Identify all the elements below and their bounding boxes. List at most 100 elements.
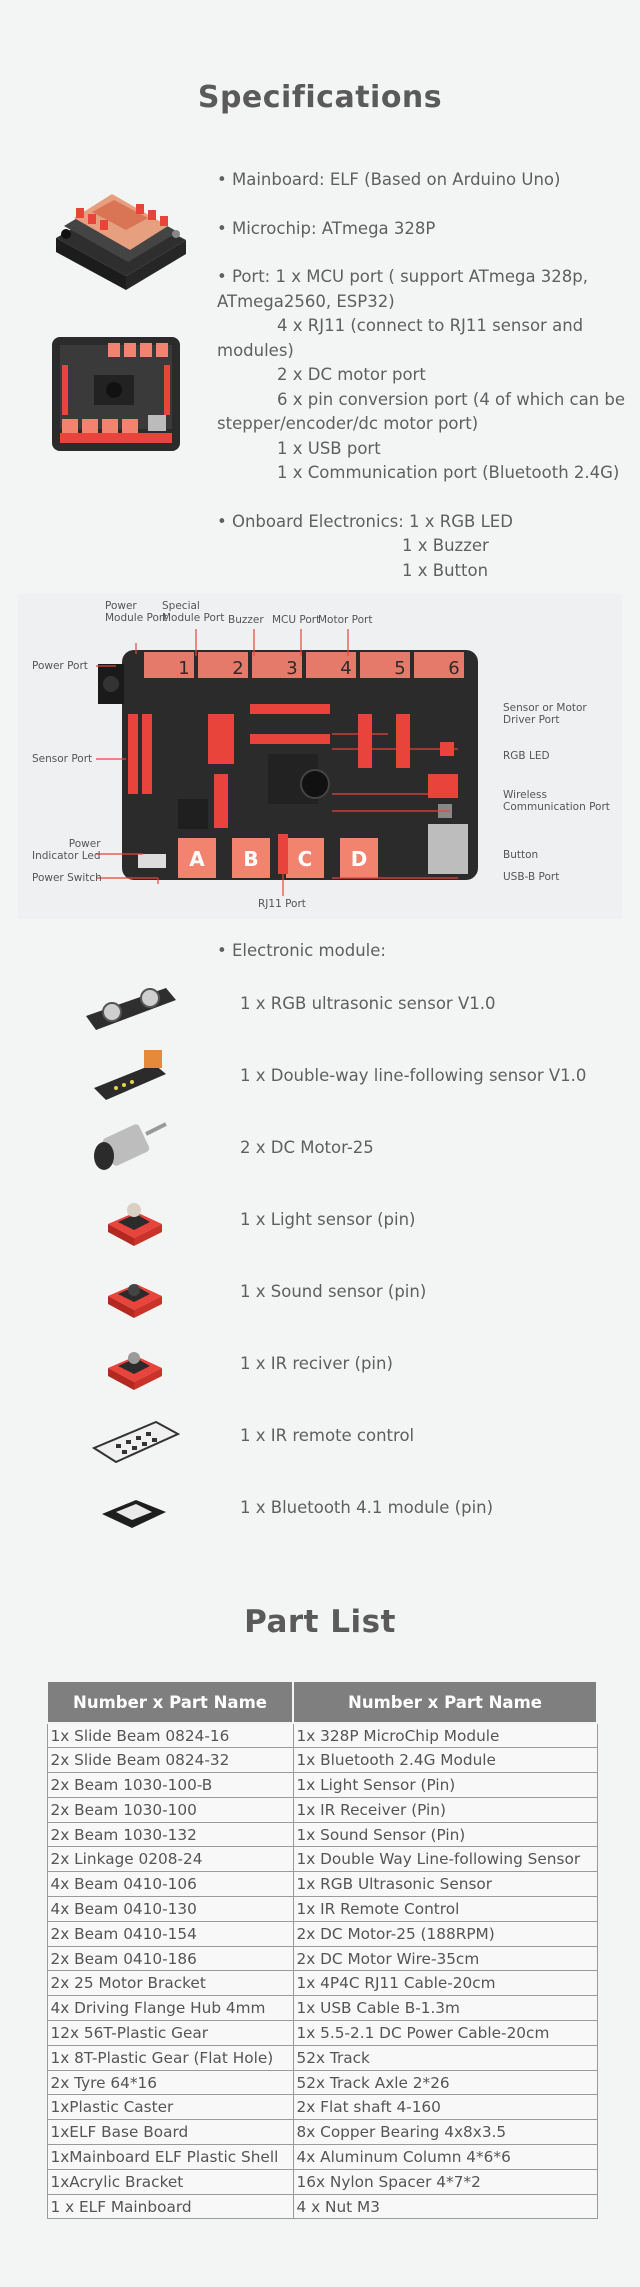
table-cell: 1x RGB Ultrasonic Sensor <box>292 1871 598 1898</box>
rj11-port-header <box>340 838 378 878</box>
motor-port-header <box>414 652 464 678</box>
bluetooth-module-icon <box>102 1500 166 1528</box>
table-cell: 2x Linkage 0208-24 <box>46 1846 294 1873</box>
spec-onboard-buzzer: 1 x Buzzer <box>402 536 489 555</box>
table-cell: 1xELF Base Board <box>46 2119 294 2146</box>
table-cell: 1x Double Way Line-following Sensor <box>292 1846 598 1873</box>
module-label: 1 x Sound sensor (pin) <box>240 1282 427 1301</box>
rj11-port-header <box>178 838 216 878</box>
table-cell: 1x USB Cable B-1.3m <box>292 1995 598 2022</box>
label-buzzer: Buzzer <box>228 614 264 626</box>
rj11-port-header <box>232 838 270 878</box>
spec-port-rj11: 4 x RJ11 (connect to RJ11 sensor and mod… <box>217 316 584 360</box>
module-item: 2 x DC Motor-25 <box>0 1116 640 1180</box>
table-cell: 2x Flat shaft 4-160 <box>292 2094 598 2121</box>
table-cell: 52x Track Axle 2*26 <box>292 2069 598 2096</box>
module-label: 1 x IR reciver (pin) <box>240 1354 393 1373</box>
spec-port-mcu: • Port: 1 x MCU port ( support ATmega 32… <box>217 267 589 311</box>
table-cell: 1x 328P MicroChip Module <box>292 1722 598 1749</box>
label-motor-port: Motor Port <box>318 614 373 626</box>
table-cell: 2x Beam 0410-154 <box>46 1920 294 1947</box>
module-label: 1 x Bluetooth 4.1 module (pin) <box>240 1498 494 1517</box>
motor-port-header <box>198 652 248 678</box>
table-cell: 2x DC Motor-25 (188RPM) <box>292 1920 598 1947</box>
label-mcu-port: MCU Port <box>272 614 321 626</box>
spec-port-usb: 1 x USB port <box>277 438 381 458</box>
table-cell: 2x Slide Beam 0824-32 <box>46 1747 294 1774</box>
table-cell: 2x 25 Motor Bracket <box>46 1970 294 1997</box>
part-list-title: Part List <box>244 1604 396 1640</box>
table-cell: 1x 4P4C RJ11 Cable-20cm <box>292 1970 598 1997</box>
table-cell: 4x Beam 0410-106 <box>46 1871 294 1898</box>
part-list-table: Number x Part Name Number x Part Name 1x… <box>46 1680 598 2220</box>
port-number: 6 <box>448 658 459 679</box>
spec-port-comm: 1 x Communication port (Bluetooth 2.4G) <box>277 463 620 482</box>
module-item: 1 x Light sensor (pin) <box>0 1188 640 1252</box>
line-sensor-icon <box>94 1050 166 1100</box>
table-cell: 4 x Nut M3 <box>292 2193 598 2220</box>
spec-port-dc: 2 x DC motor port <box>277 365 426 384</box>
label-power-indicator: Power Indicator Led <box>32 838 101 862</box>
label-special-module-port: Special Module Port <box>162 600 225 624</box>
table-cell: 1xPlastic Caster <box>46 2094 294 2121</box>
table-cell: 12x 56T-Plastic Gear <box>46 2020 294 2046</box>
ir-remote-icon <box>91 1420 181 1464</box>
table-cell: 4x Aluminum Column 4*6*6 <box>292 2144 598 2170</box>
port-number: 4 <box>340 658 351 679</box>
port-number: 1 <box>178 658 189 679</box>
module-label: 1 x Light sensor (pin) <box>240 1210 416 1229</box>
motor-port-header <box>360 652 410 678</box>
spec-onboard-button: 1 x Button <box>402 560 489 580</box>
label-usb-b-port: USB-B Port <box>503 871 560 883</box>
label-button: Button <box>503 849 539 861</box>
module-item: 1 x IR remote control <box>0 1404 640 1468</box>
table-cell: 52x Track <box>292 2044 598 2071</box>
table-cell: 1x IR Remote Control <box>292 1896 598 1922</box>
table-cell: 1x Sound Sensor (Pin) <box>292 1821 598 1848</box>
label-sensor-motor-driver: Sensor or Motor Driver Port <box>503 702 587 726</box>
table-header: Number x Part Name <box>292 1680 598 1724</box>
module-item: 1 x IR reciver (pin) <box>0 1332 640 1396</box>
label-power-port: Power Port <box>32 660 88 672</box>
table-cell: 2x Tyre 64*16 <box>46 2069 294 2096</box>
ir-receiver-icon <box>108 1352 162 1390</box>
port-letter: A <box>189 847 205 871</box>
label-sensor-port: Sensor Port <box>32 753 93 765</box>
module-label: 2 x DC Motor-25 <box>240 1138 374 1157</box>
port-number: 2 <box>232 658 243 679</box>
motor-port-header <box>306 652 356 678</box>
module-item: 1 x Sound sensor (pin) <box>0 1260 640 1324</box>
table-cell: 16x Nylon Spacer 4*7*2 <box>292 2168 598 2195</box>
label-rgb-led: RGB LED <box>503 750 550 762</box>
table-cell: 1 x ELF Mainboard <box>46 2193 294 2220</box>
table-header: Number x Part Name <box>46 1680 294 1724</box>
module-item: 1 x RGB ultrasonic sensor V1.0 <box>0 972 640 1036</box>
spec-microchip: • Microchip: ATmega 328P <box>217 218 436 238</box>
table-cell: 1x IR Receiver (Pin) <box>292 1796 598 1823</box>
spec-mainboard: • Mainboard: ELF (Based on Arduino Uno) <box>217 170 561 189</box>
label-wireless: Wireless Communication Port <box>503 789 610 813</box>
spec-onboard-rgb: • Onboard Electronics: 1 x RGB LED <box>217 511 513 531</box>
table-cell: 4x Beam 0410-130 <box>46 1896 294 1922</box>
table-header-row: Number x Part Name Number x Part Name <box>46 1680 598 1724</box>
port-number: 5 <box>394 658 405 679</box>
motor-port-header <box>144 652 194 678</box>
table-cell: 1x 8T-Plastic Gear (Flat Hole) <box>46 2044 294 2071</box>
table-cell: 1xAcrylic Bracket <box>46 2168 294 2195</box>
mainboard-isometric-image <box>56 194 186 290</box>
